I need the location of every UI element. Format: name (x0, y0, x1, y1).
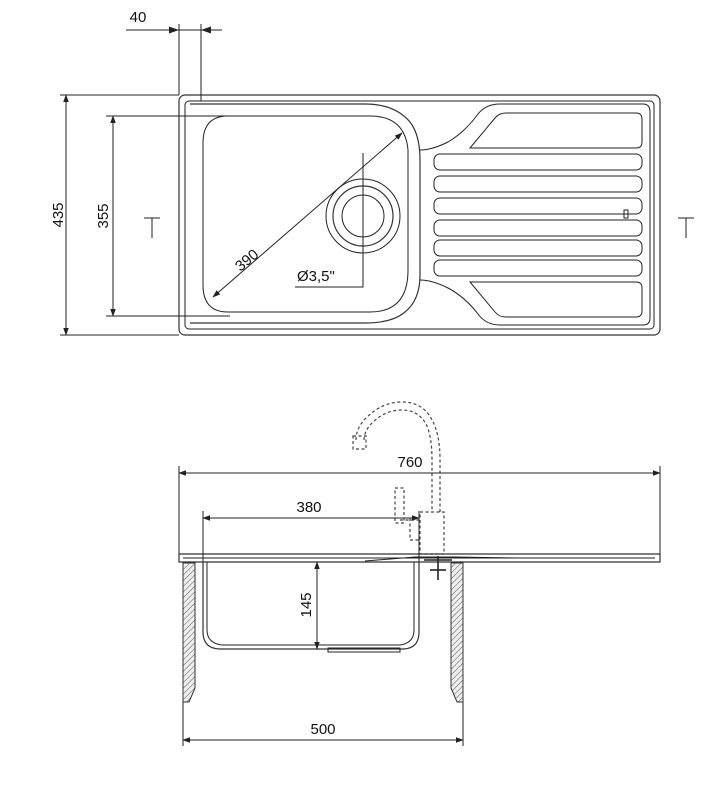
dim-435-label: 435 (50, 202, 67, 227)
bowl-outline-inner (202, 115, 409, 313)
section-marker-right (678, 217, 694, 238)
faucet (352, 401, 452, 580)
bowl-bottom-drain (327, 647, 401, 653)
dim-380-label: 380 (296, 499, 321, 516)
drainboard-ribs (433, 112, 643, 318)
section-marker-left (144, 217, 160, 238)
cabinet-wall-left (182, 562, 196, 703)
sink-outer-rim (178, 94, 661, 336)
side-view: 760 380 145 500 (178, 401, 661, 746)
dim-40-label: 40 (130, 9, 147, 26)
dim-760-label: 760 (397, 454, 422, 471)
bowl-section (202, 562, 420, 650)
sink-inner-rim (184, 100, 655, 330)
dim-drain-leader (295, 253, 364, 288)
dim-diagonal-label: 390 (232, 246, 262, 275)
dim-145-label: 145 (298, 592, 315, 617)
top-view: 390 Ø3,5" 40 435 355 (50, 9, 694, 336)
dim-355-label: 355 (95, 203, 112, 228)
cabinet-wall-right (450, 562, 464, 703)
bowl-outline-outer (190, 103, 421, 324)
dim-diagonal-line (212, 132, 403, 298)
drainboard-outline (419, 103, 651, 326)
dim-drain-label: Ø3,5" (297, 268, 335, 285)
dim-500-label: 500 (310, 721, 335, 738)
